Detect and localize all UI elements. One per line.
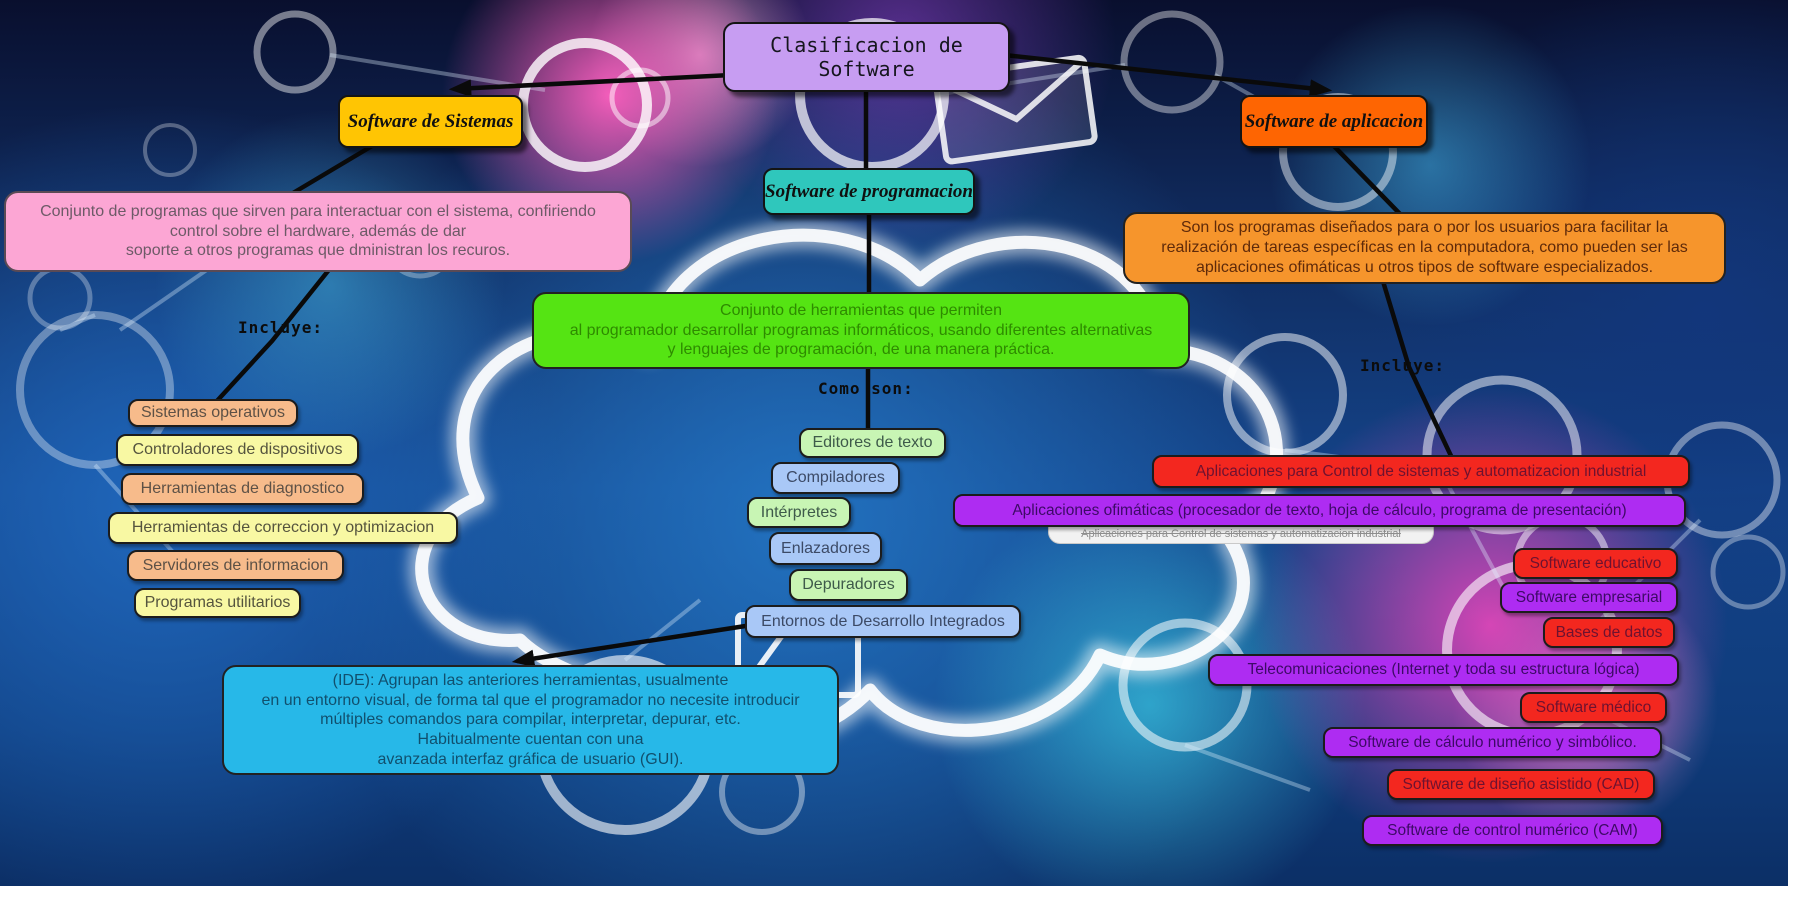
list-item-aplicacion-0: Aplicaciones para Control de sistemas y … <box>1152 455 1690 488</box>
list-item-sistemas-1: Controladores de dispositivos <box>116 434 359 466</box>
list-item-aplicacion-8: Software de diseño asistido (CAD) <box>1387 769 1655 800</box>
connector-label-como-son: Como son: <box>818 379 914 398</box>
connector-sistemas-desc <box>285 143 375 199</box>
list-item-sistemas-0: Sistemas operativos <box>128 399 298 427</box>
list-item-aplicacion-4: Bases de datos <box>1543 617 1675 648</box>
connector-label-incluye-left: Incluye: <box>238 318 324 337</box>
programacion-description: Conjunto de herramientas que permiten al… <box>532 292 1190 369</box>
aplicacion-description: Son los programas diseñados para o por l… <box>1123 212 1726 284</box>
list-item-programacion-2: Intérpretes <box>747 497 851 528</box>
sistemas-description: Conjunto de programas que sirven para in… <box>4 191 632 272</box>
branch-node-aplicacion: Software de aplicacion <box>1240 95 1428 148</box>
root-node-title: Clasificacion de Software <box>723 22 1010 92</box>
list-item-aplicacion-7: Software de cálculo numérico y simbólico… <box>1323 727 1662 758</box>
list-item-programacion-0: Editores de texto <box>799 428 946 458</box>
connector-entornos-ide <box>511 622 755 668</box>
ide-note: (IDE): Agrupan las anteriores herramient… <box>222 665 839 775</box>
list-item-sistemas-5: Programas utilitarios <box>134 588 301 618</box>
branch-node-programacion: Software de programacion <box>763 168 975 215</box>
list-item-aplicacion-1: Aplicaciones ofimáticas (procesador de t… <box>953 494 1686 527</box>
connector-label-incluye-right: Incluye: <box>1360 356 1446 375</box>
list-item-programacion-3: Enlazadores <box>769 532 882 565</box>
list-item-sistemas-2: Herramientas de diagnostico <box>121 473 364 505</box>
list-item-sistemas-3: Herramientas de correccion y optimizacio… <box>108 512 458 544</box>
list-item-programacion-4: Depuradores <box>789 569 908 601</box>
list-item-aplicacion-3: Software empresarial <box>1500 582 1678 613</box>
connector-aplicacion-items <box>1379 275 1455 461</box>
list-item-aplicacion-6: Software médico <box>1520 692 1667 723</box>
list-item-programacion-1: Compiladores <box>771 462 900 494</box>
list-item-programacion-5: Entornos de Desarrollo Integrados <box>745 605 1021 638</box>
list-item-sistemas-4: Servidores de informacion <box>127 550 344 581</box>
list-item-aplicacion-5: Telecomunicaciones (Internet y toda su e… <box>1208 654 1679 686</box>
connector-sistemas-items <box>213 263 335 405</box>
branch-node-sistemas: Software de Sistemas <box>338 95 523 148</box>
connector-aplicacion-desc <box>1327 139 1405 219</box>
connector-root-aplicacion <box>992 51 1333 98</box>
list-item-aplicacion-9: Software de control numérico (CAM) <box>1362 815 1663 846</box>
list-item-aplicacion-2: Software educativo <box>1513 548 1678 579</box>
